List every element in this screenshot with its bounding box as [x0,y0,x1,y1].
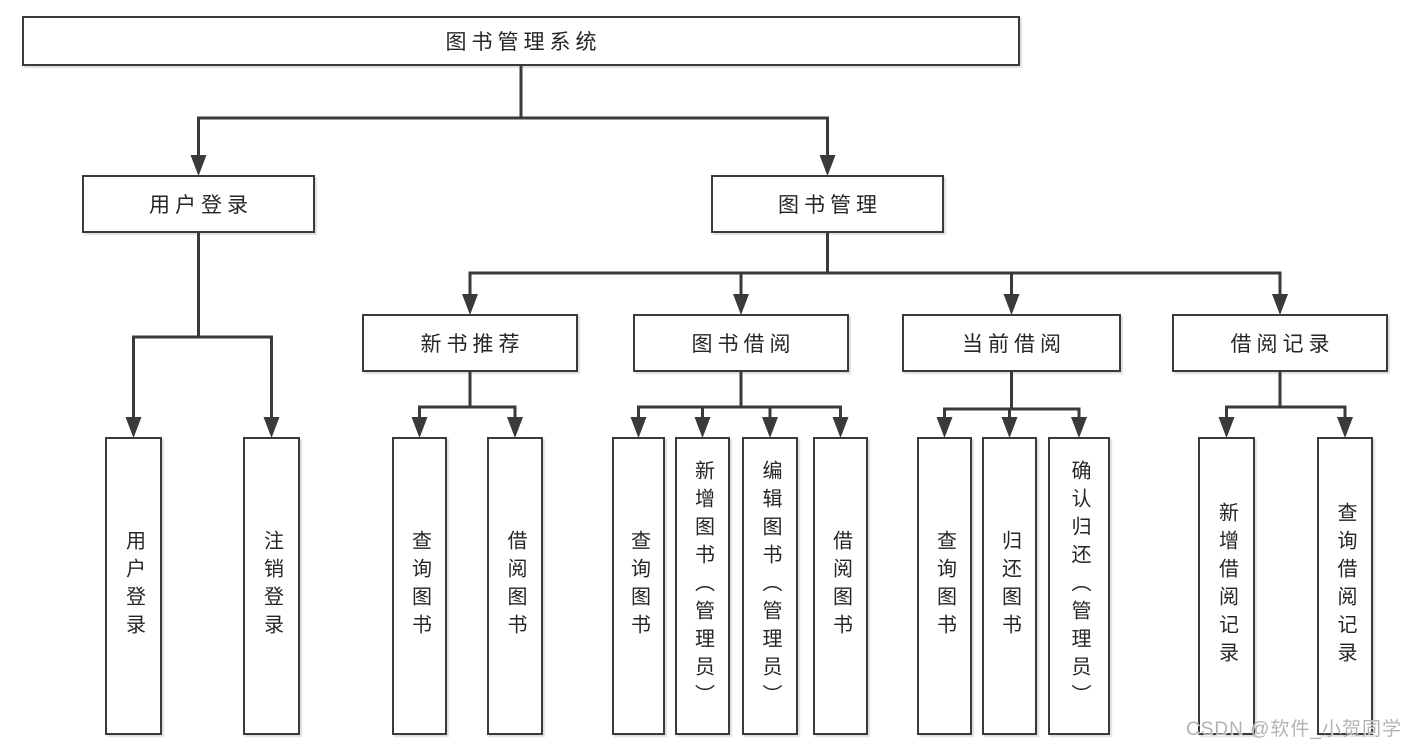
arrowhead-icon [411,417,428,438]
node-br-add-record: 新增借阅记录 [1198,437,1255,735]
arrowhead-icon [819,155,836,176]
node-br-query-record: 查询借阅记录 [1317,437,1373,735]
node-bb-edit-books-admin: 编辑图书（管理员） [742,437,798,735]
node-label: 图书管理系统 [445,31,602,54]
node-label: 图书借阅 [691,333,796,356]
node-book-management: 图书管理 [711,175,944,233]
arrowhead-icon [1071,417,1087,438]
node-borrow-records: 借阅记录 [1172,314,1388,372]
arrowhead-icon [462,294,478,315]
arrowhead-icon [1001,417,1018,438]
node-cb-query-books: 查询图书 [917,437,972,735]
node-label: 新增图书（管理员） [691,460,714,712]
node-label: 当前借阅 [962,333,1066,356]
node-bb-borrow-books: 借阅图书 [813,437,868,735]
arrowhead-icon [733,294,749,315]
arrowhead-icon [832,417,849,438]
node-cb-return-books: 归还图书 [982,437,1037,735]
node-rec-query-books: 查询图书 [392,437,447,735]
arrowhead-icon [630,417,647,438]
arrowhead-icon [762,417,778,438]
node-book-borrow: 图书借阅 [633,314,849,372]
node-label: 图书管理 [778,194,882,217]
arrowhead-icon [190,155,207,176]
arrowhead-icon [1337,417,1353,438]
node-label: 归还图书 [998,530,1021,642]
node-current-borrow: 当前借阅 [902,314,1121,372]
arrowhead-icon [507,417,523,438]
node-cb-confirm-return-admin: 确认归还（管理员） [1048,437,1110,735]
node-label: 借阅图书 [504,530,526,642]
node-label: 确认归还（管理员） [1068,460,1090,712]
arrowhead-icon [936,417,953,438]
node-label: 查询借阅记录 [1334,502,1356,670]
node-label: 用户登录 [122,530,145,642]
node-leaf-user-login: 用户登录 [105,437,162,735]
arrowhead-icon [694,417,711,438]
arrowhead-icon [263,417,280,438]
node-system: 图书管理系统 [22,16,1020,66]
node-label: 借阅图书 [829,530,852,642]
node-user-login: 用户登录 [82,175,315,233]
node-label: 编辑图书（管理员） [759,460,781,712]
node-label: 借阅记录 [1230,333,1335,356]
node-label: 查询图书 [408,530,431,642]
node-label: 查询图书 [933,530,956,642]
node-label: 注销登录 [260,530,283,642]
node-rec-borrow-books: 借阅图书 [487,437,543,735]
node-label: 新书推荐 [420,333,525,356]
node-leaf-logout: 注销登录 [243,437,300,735]
node-bb-add-books-admin: 新增图书（管理员） [675,437,730,735]
watermark-text: CSDN @软件_小贺同学 [1186,719,1402,740]
node-label: 新增借阅记录 [1215,502,1238,670]
arrowhead-icon [125,417,142,438]
node-new-book-recommend: 新书推荐 [362,314,578,372]
node-label: 用户登录 [149,194,253,217]
arrowhead-icon [1272,294,1288,315]
node-bb-query-books: 查询图书 [612,437,665,735]
arrowhead-icon [1003,294,1020,315]
arrowhead-icon [1218,417,1235,438]
node-label: 查询图书 [627,530,650,642]
